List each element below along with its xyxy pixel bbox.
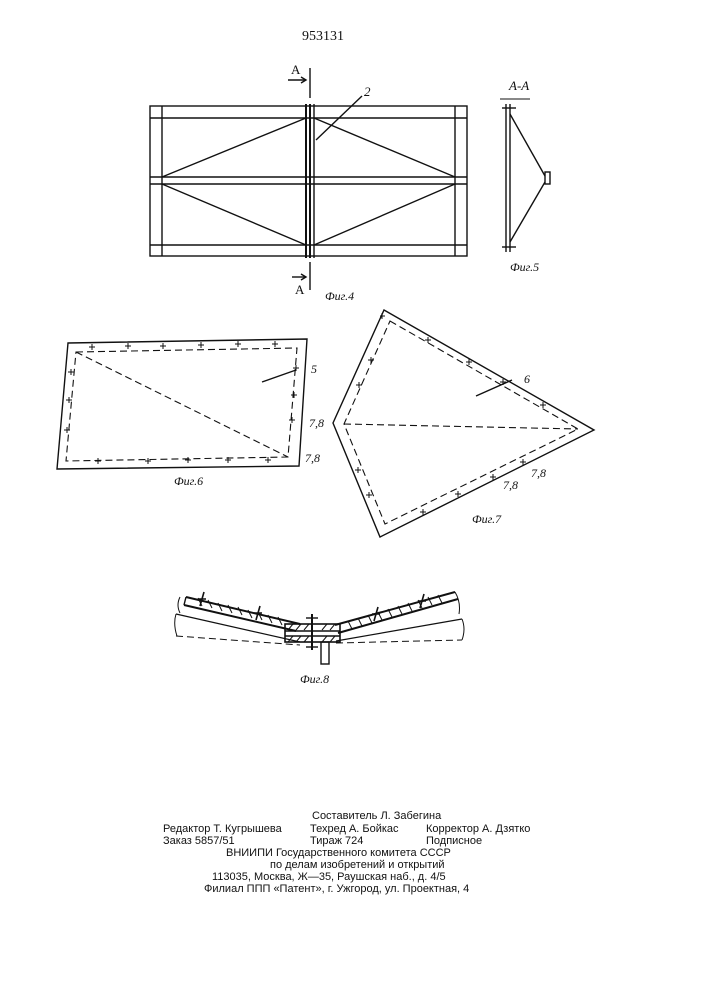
fig6-callout-78-b: 7,8 (305, 451, 320, 466)
imprint-subscription: Подписное (426, 835, 482, 847)
imprint-org-line2: по делам изобретений и открытий (270, 859, 445, 871)
imprint-branch: Филиал ППП «Патент», г. Ужгород, ул. Про… (204, 883, 469, 895)
fig5-section-title: A-A (509, 78, 529, 94)
fig4-brace (162, 118, 306, 177)
fig8-joint-drawing (175, 592, 464, 664)
fig6-caption: Фиг.6 (174, 474, 203, 489)
fig7-axis (344, 424, 578, 429)
fig4-section-mark-top: A (291, 62, 300, 78)
fig8-caption: Фиг.8 (300, 672, 329, 687)
fig6-panel-drawing (57, 339, 307, 469)
fig5-caption: Фиг.5 (510, 260, 539, 275)
imprint-circulation: Тираж 724 (310, 835, 363, 847)
fig7-callout-78-a: 7,8 (531, 466, 546, 481)
fig7-caption: Фиг.7 (472, 512, 501, 527)
imprint-corrector: Корректор А. Дзятко (426, 823, 530, 835)
imprint-org-line1: ВНИИПИ Государственного комитета СССР (226, 847, 451, 859)
fig4-caption: Фиг.4 (325, 289, 354, 304)
imprint-compiler: Составитель Л. Забегина (312, 810, 441, 822)
fig7-panel-drawing (333, 310, 594, 537)
imprint-order: Заказ 5857/51 (163, 835, 235, 847)
fig8-hatching (198, 595, 442, 642)
fig7-outline (333, 310, 594, 537)
fig7-callout-6: 6 (524, 372, 530, 387)
fig6-callout-5: 5 (311, 362, 317, 377)
fig4-outer-frame (150, 106, 467, 256)
fig6-callout-78-a: 7,8 (309, 416, 324, 431)
imprint-editor: Редактор Т. Кугрышева (163, 823, 282, 835)
fig6-outline (57, 339, 307, 469)
fig6-diagonal (76, 352, 288, 457)
fig4-section-mark-bottom: A (295, 282, 304, 298)
fig4-callout-2: 2 (364, 84, 371, 100)
fig7-callout-78-b: 7,8 (503, 478, 518, 493)
fig5-section-drawing (500, 99, 550, 252)
imprint-org-address: 113035, Москва, Ж—35, Раушская наб., д. … (212, 871, 446, 883)
fig4-frame-drawing (150, 68, 467, 290)
imprint-tech-editor: Техред А. Бойкас (310, 823, 399, 835)
